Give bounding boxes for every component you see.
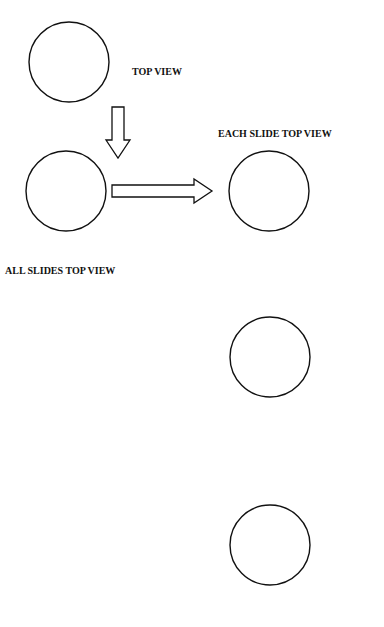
- slide-circle: TOP VIEW: [28, 21, 110, 103]
- slide-circle: ALL SLIDES TOP VIEW: [25, 150, 107, 232]
- view-label: EACH SLIDE TOP VIEW: [218, 128, 332, 139]
- circle-outline: [28, 21, 110, 103]
- block-arrow: [112, 179, 212, 203]
- view-label: TOP VIEW: [132, 66, 182, 77]
- view-label: ALL SLIDES TOP VIEW: [5, 265, 115, 276]
- slide-circle: [230, 317, 310, 397]
- slide-circle: [230, 505, 310, 585]
- circle-outline: [25, 150, 107, 232]
- circle-outline: [228, 150, 310, 232]
- slide-circle: EACH SLIDE TOP VIEW: [228, 150, 310, 232]
- block-arrow: [106, 107, 130, 158]
